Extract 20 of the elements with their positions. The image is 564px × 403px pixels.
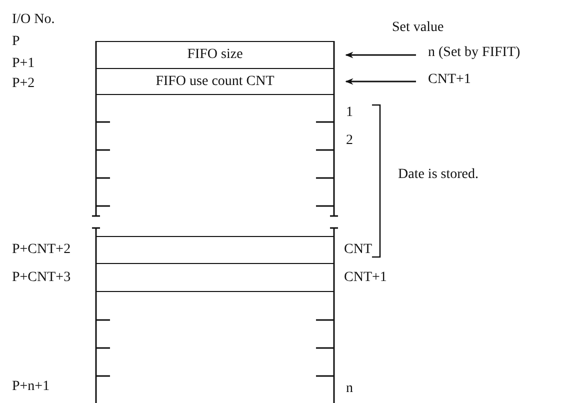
address-label: Set value [392,21,444,35]
address-label: CNT [344,243,372,257]
address-label: P+n+1 [12,380,50,394]
arrow [345,78,416,85]
address-label: 2 [346,134,353,148]
memory-cell: FIFO use count CNT [96,68,334,95]
value-text: CNT+1 [428,72,488,88]
arrow [345,52,416,58]
address-label: I/O No. [12,13,55,27]
address-label: P+CNT+3 [12,271,71,285]
address-label: 1 [346,106,353,120]
address-label: P+1 [12,57,35,71]
address-label: CNT+1 [344,271,387,285]
address-label: P [12,35,20,49]
address-label: Date is stored. [398,168,478,182]
memory-cell: FIFO size [96,41,334,69]
address-label: n [346,382,353,396]
address-label: P+2 [12,77,35,91]
value-text: n (Set by FIFIT) [428,45,562,61]
address-label: P+CNT+2 [12,243,71,257]
